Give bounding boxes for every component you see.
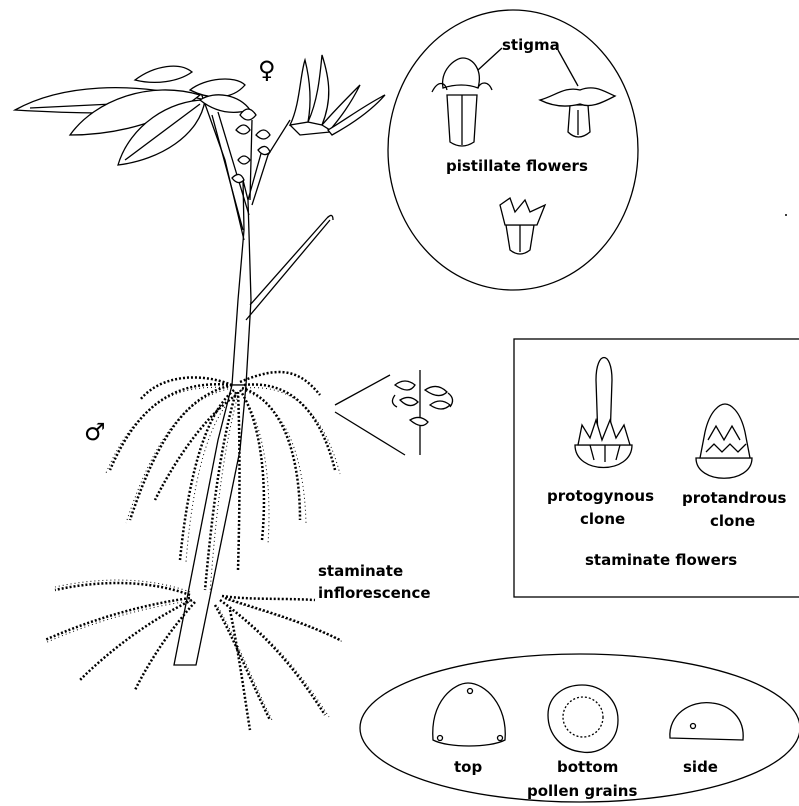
pistillate-cluster [232,109,270,200]
pollen-bottom-view [548,685,618,752]
male-symbol: ♂ [84,418,106,446]
pollen-panel: top bottom side pollen grains [360,654,799,802]
pollen-top-view [433,683,506,746]
stigma-label: stigma [502,36,560,54]
protandrous-label-2: clone [710,512,755,530]
pistillate-flower-2 [540,88,615,137]
pistillate-flower-3 [500,198,545,254]
stigma-pointer-2 [558,50,578,86]
pollen-side-view [670,703,743,740]
staminate-label-1: staminate [318,562,403,580]
pollen-side-label: side [683,758,718,776]
staminate-detail [335,370,453,455]
plant-illustration: ♀ ♂ staminate inflorescence [15,55,453,730]
protogynous-label-2: clone [580,510,625,528]
pistillate-panel: stigma pistillate flowers [388,10,638,290]
protogynous-flower [575,358,632,468]
pistillate-flower-1 [432,58,492,146]
leaf-4 [135,66,192,82]
right-branch [246,218,330,320]
stray-dot [785,214,787,216]
pistillate-flowers-label: pistillate flowers [446,157,588,175]
stigma-pointer-1 [478,48,502,70]
pollen-top-label: top [454,758,482,776]
pollen-grains-label: pollen grains [527,782,637,800]
terminal-bud [290,55,385,135]
pollen-bottom-label: bottom [557,758,618,776]
staminate-label-2: inflorescence [318,584,431,602]
branch-tip [327,215,333,220]
staminate-flowers-label: staminate flowers [585,551,737,569]
staminate-panel: protogynous clone protandrous clone stam… [514,339,799,597]
protandrous-label-1: protandrous [682,489,787,507]
female-symbol: ♀ [258,56,276,84]
protogynous-label-1: protogynous [547,487,654,505]
protandrous-flower [696,404,752,478]
